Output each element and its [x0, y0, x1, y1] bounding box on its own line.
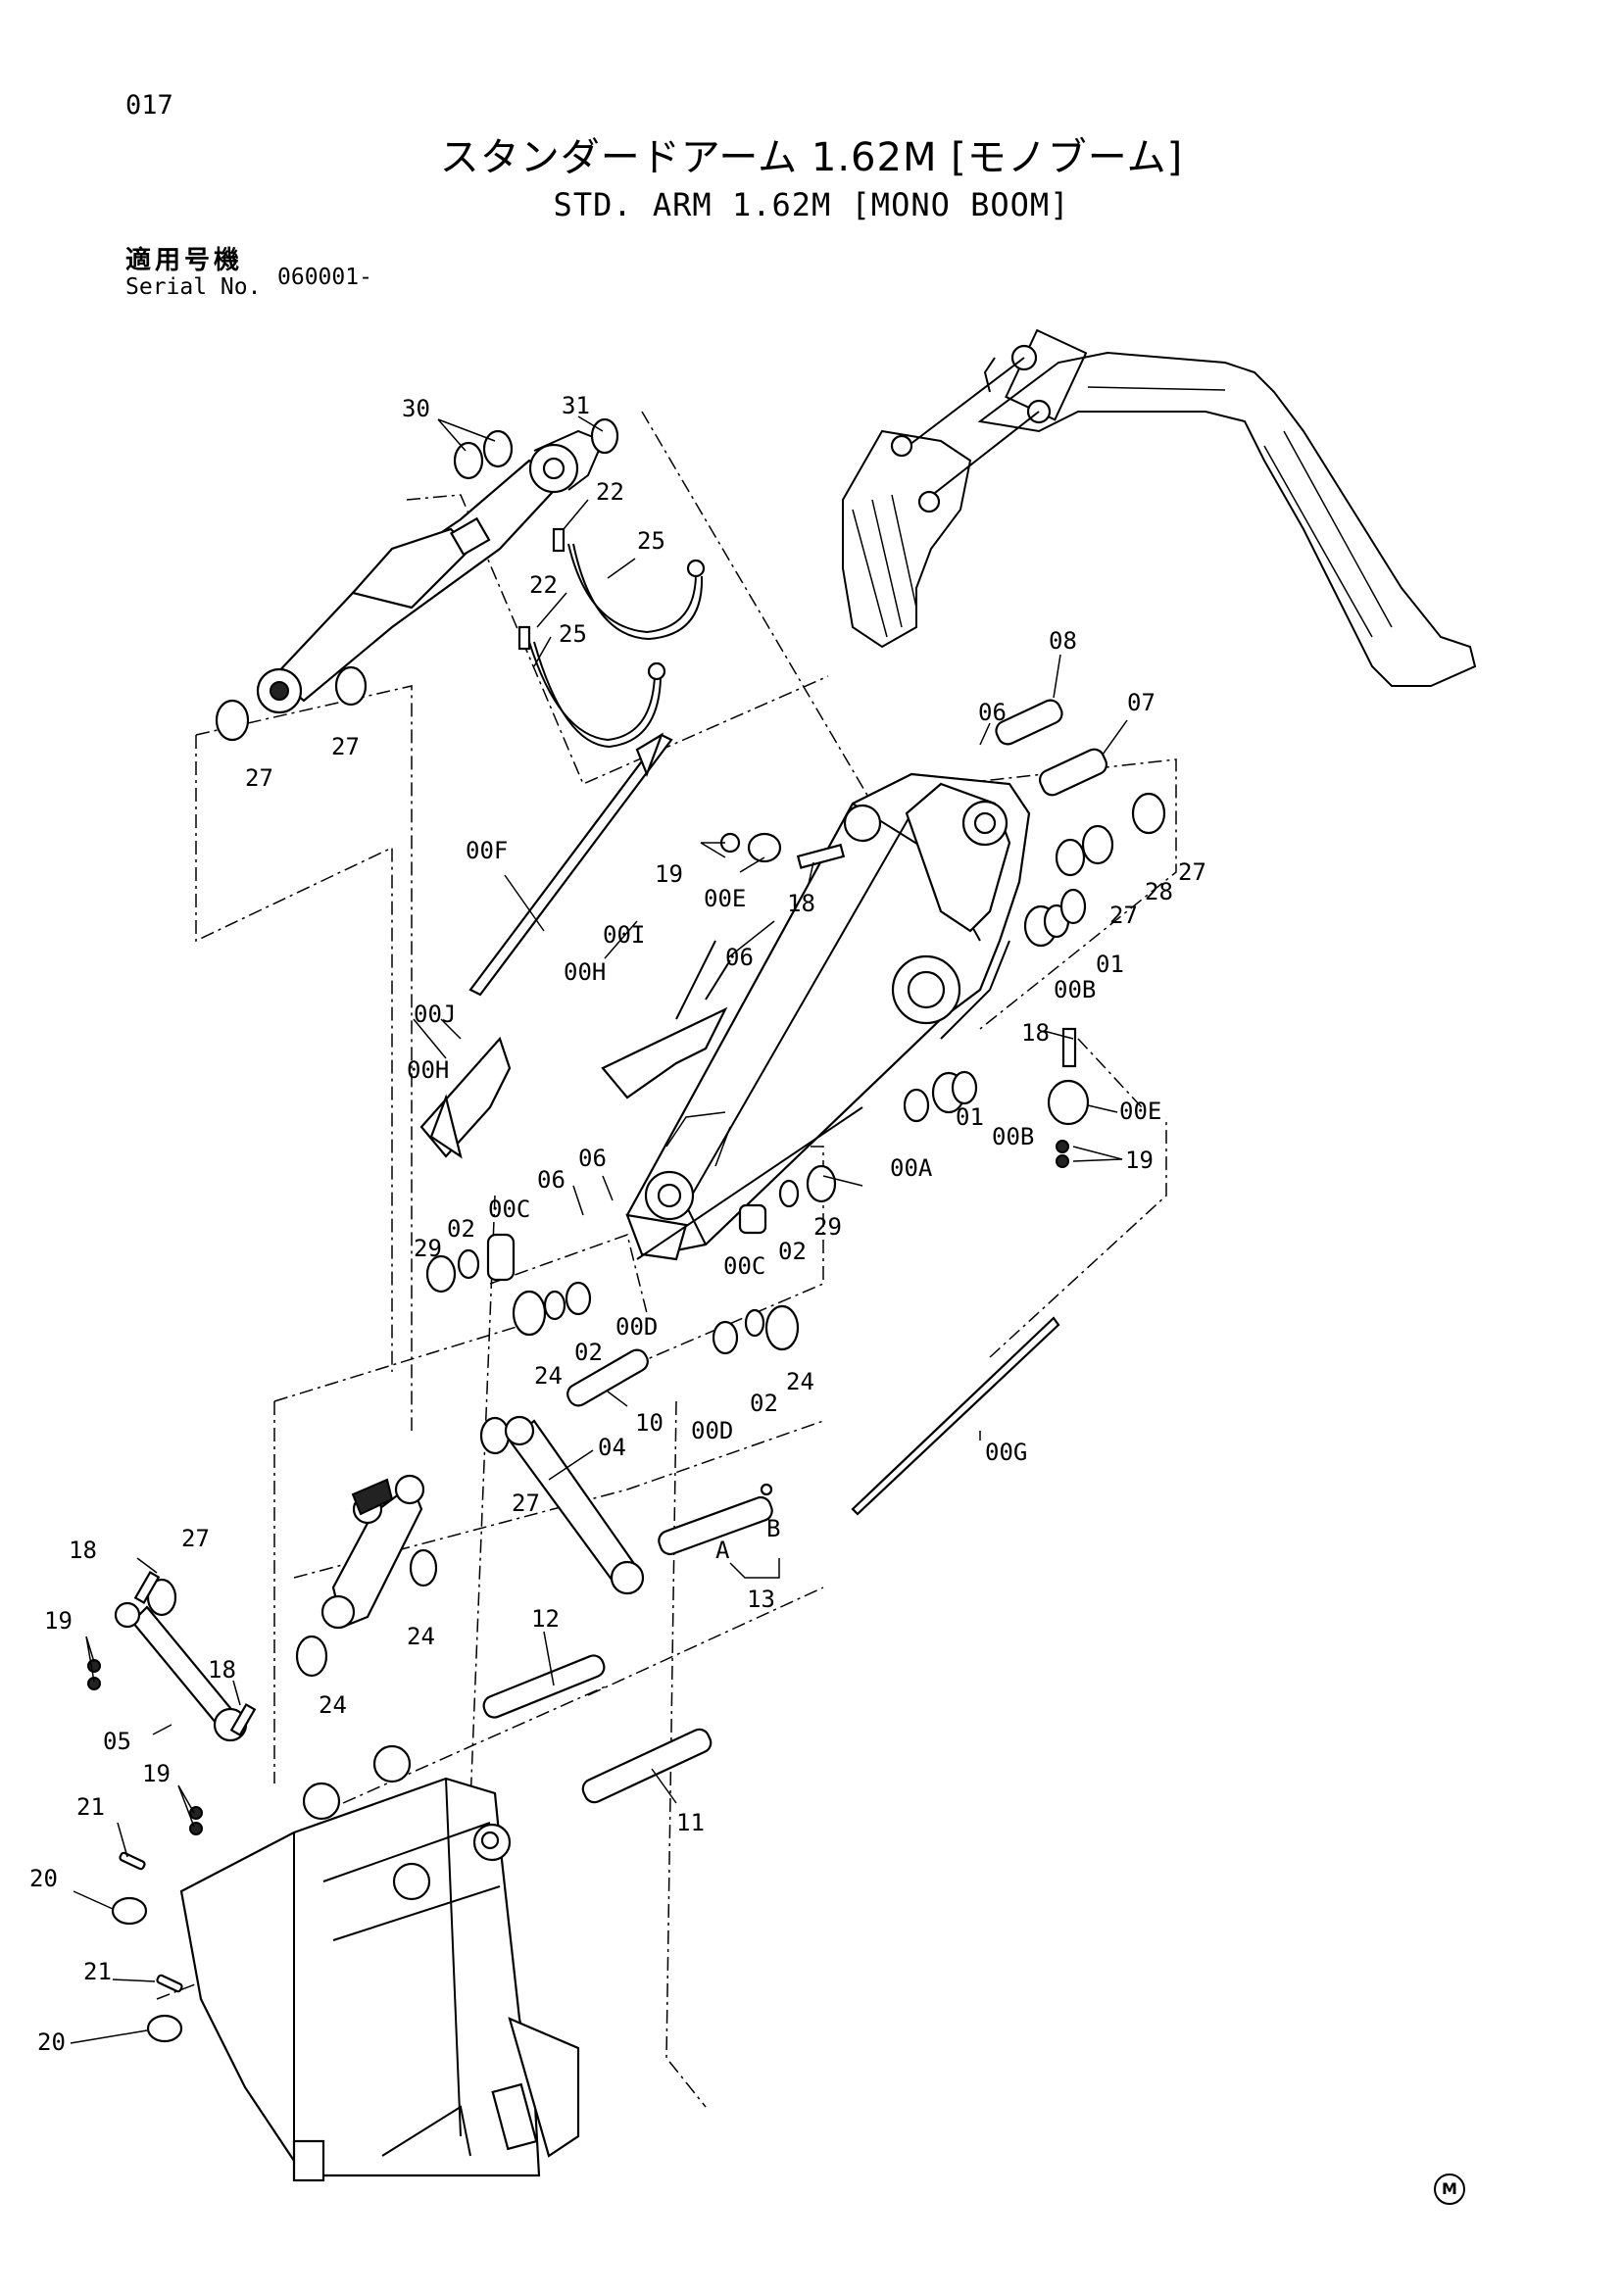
- callout-06d: 06: [537, 1166, 566, 1194]
- bucket-links: [87, 1474, 438, 1835]
- callout-19d: 19: [142, 1760, 171, 1787]
- callout-27e: 27: [512, 1490, 540, 1517]
- callout-00C-b: 00C: [723, 1252, 765, 1280]
- callout-01b: 01: [956, 1103, 984, 1131]
- callout-22a: 22: [596, 478, 624, 506]
- callout-31: 31: [562, 392, 590, 419]
- arm-cylinder: [256, 429, 605, 714]
- machine-overview-sketch: [842, 328, 1477, 687]
- callout-00I: 00I: [603, 921, 645, 949]
- callout-19c: 19: [44, 1607, 73, 1635]
- callout-27a: 27: [245, 764, 273, 792]
- callout-02d: 02: [750, 1390, 778, 1417]
- callout-21b: 21: [83, 1958, 112, 1985]
- pins-11-12: [482, 1654, 713, 1804]
- stopper-pins-rings: [111, 1851, 183, 2043]
- callout-18d: 18: [208, 1656, 236, 1684]
- pins-and-bushes-upper: [719, 699, 1166, 1168]
- callout-27b: 27: [331, 733, 360, 760]
- callout-19a: 19: [655, 860, 683, 888]
- callout-00B-a: 00B: [1054, 976, 1096, 1003]
- wear-plates: [419, 732, 1060, 1516]
- callout-00H-a: 00H: [564, 958, 606, 986]
- callout-29a: 29: [414, 1235, 442, 1262]
- callout-06b: 06: [725, 944, 754, 971]
- callout-25a: 25: [637, 527, 665, 555]
- callout-00E-a: 00E: [704, 885, 746, 912]
- callout-00H-b: 00H: [407, 1056, 449, 1084]
- callout-02c: 02: [574, 1339, 603, 1366]
- callout-06a: 06: [978, 699, 1007, 726]
- link-and-pin-13: [504, 1415, 773, 1595]
- arm-body: [625, 772, 1031, 1261]
- callout-00D-a: 00D: [615, 1313, 658, 1341]
- callout-00C-a: 00C: [488, 1196, 530, 1223]
- callout-12: 12: [531, 1605, 560, 1633]
- callout-00E-b: 00E: [1119, 1098, 1161, 1125]
- callout-A: A: [715, 1537, 730, 1564]
- callout-29b: 29: [813, 1213, 842, 1241]
- callout-13: 13: [747, 1586, 775, 1613]
- callout-00J: 00J: [414, 1001, 456, 1028]
- callout-27c: 27: [1109, 902, 1138, 929]
- bucket: [179, 1744, 580, 2182]
- footer-circle-mark: M: [1434, 2174, 1465, 2205]
- callout-00F: 00F: [466, 837, 508, 864]
- callout-01a: 01: [1096, 951, 1124, 978]
- serial-label-japanese: 適用号機: [125, 246, 244, 275]
- callout-27f: 27: [181, 1525, 210, 1552]
- callout-21a: 21: [76, 1793, 105, 1821]
- callout-B: B: [766, 1515, 780, 1542]
- callout-leaders: [70, 415, 1128, 2044]
- grease-hoses: [517, 527, 706, 749]
- callout-24d: 24: [319, 1691, 347, 1719]
- callout-20a: 20: [29, 1865, 58, 1892]
- callout-20b: 20: [37, 2028, 66, 2056]
- callout-11: 11: [676, 1809, 705, 1836]
- title-english: STD. ARM 1.62M [MONO BOOM]: [553, 186, 1070, 223]
- pins-and-bushes-lower: [425, 1164, 837, 1455]
- callout-labels: 30 31 22 25 22 25 27 27 08 06 07 19 00E …: [29, 392, 1206, 2056]
- callout-28: 28: [1145, 878, 1173, 905]
- title-japanese: スタンダードアーム 1.62M [モノブーム]: [439, 135, 1184, 180]
- serial-number-value: 060001-: [277, 265, 372, 290]
- callout-08: 08: [1049, 627, 1077, 655]
- callout-10: 10: [635, 1409, 664, 1437]
- callout-04: 04: [598, 1434, 626, 1461]
- callout-18b: 18: [1021, 1019, 1050, 1047]
- callout-00A: 00A: [890, 1154, 933, 1182]
- callout-02b: 02: [778, 1238, 807, 1265]
- page-number: 017: [125, 90, 173, 121]
- callout-27d: 27: [1178, 858, 1206, 886]
- callout-18a: 18: [787, 890, 815, 917]
- callout-24c: 24: [407, 1623, 435, 1650]
- callout-24b: 24: [786, 1368, 814, 1395]
- callout-22b: 22: [529, 571, 558, 599]
- callout-25b: 25: [559, 620, 587, 648]
- callout-00D-b: 00D: [691, 1417, 733, 1444]
- callout-00G: 00G: [985, 1439, 1027, 1466]
- callout-30: 30: [402, 395, 430, 422]
- serial-label-english: Serial No.: [125, 274, 262, 300]
- callout-18c: 18: [69, 1537, 97, 1564]
- callout-05: 05: [103, 1728, 131, 1755]
- callout-24a: 24: [534, 1362, 563, 1390]
- callout-19b: 19: [1125, 1147, 1154, 1174]
- callout-02a: 02: [447, 1215, 475, 1243]
- callout-07: 07: [1127, 689, 1156, 716]
- callout-06c: 06: [578, 1145, 607, 1172]
- callout-00B-b: 00B: [992, 1123, 1034, 1150]
